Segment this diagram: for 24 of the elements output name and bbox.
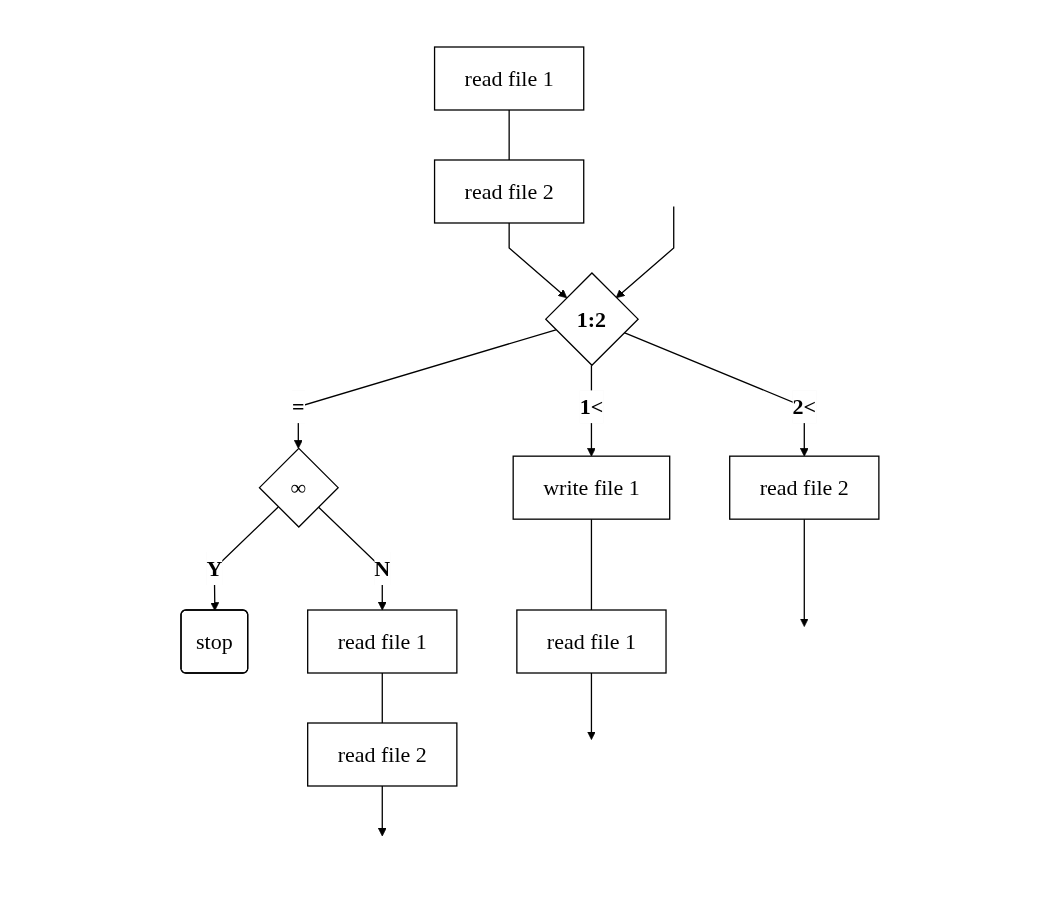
node-box: read file 1 (306, 609, 458, 674)
node-diamond: ∞ (258, 447, 339, 528)
edge-label: 2< (792, 394, 816, 420)
connector (508, 109, 510, 161)
arrow (586, 672, 596, 740)
node-box: read file 2 (433, 159, 584, 224)
edge-label: Y (205, 556, 222, 582)
edge-label: N (373, 556, 390, 582)
node-diamond: 1:2 (544, 272, 639, 367)
node-box: read file 1 (433, 46, 584, 111)
arrow (508, 222, 567, 299)
arrow (293, 329, 557, 449)
node-box: read file 2 (728, 455, 880, 520)
node-box: write file 1 (512, 455, 670, 520)
connector (381, 672, 383, 724)
connector (590, 518, 592, 611)
arrow (799, 518, 809, 627)
node-box: read file 1 (515, 609, 667, 674)
arrow (623, 332, 809, 457)
edge-label: 1< (579, 394, 603, 420)
node-box: read file 2 (306, 722, 458, 787)
arrow (615, 205, 674, 299)
edge-label: = (291, 394, 305, 420)
arrow (377, 785, 387, 837)
